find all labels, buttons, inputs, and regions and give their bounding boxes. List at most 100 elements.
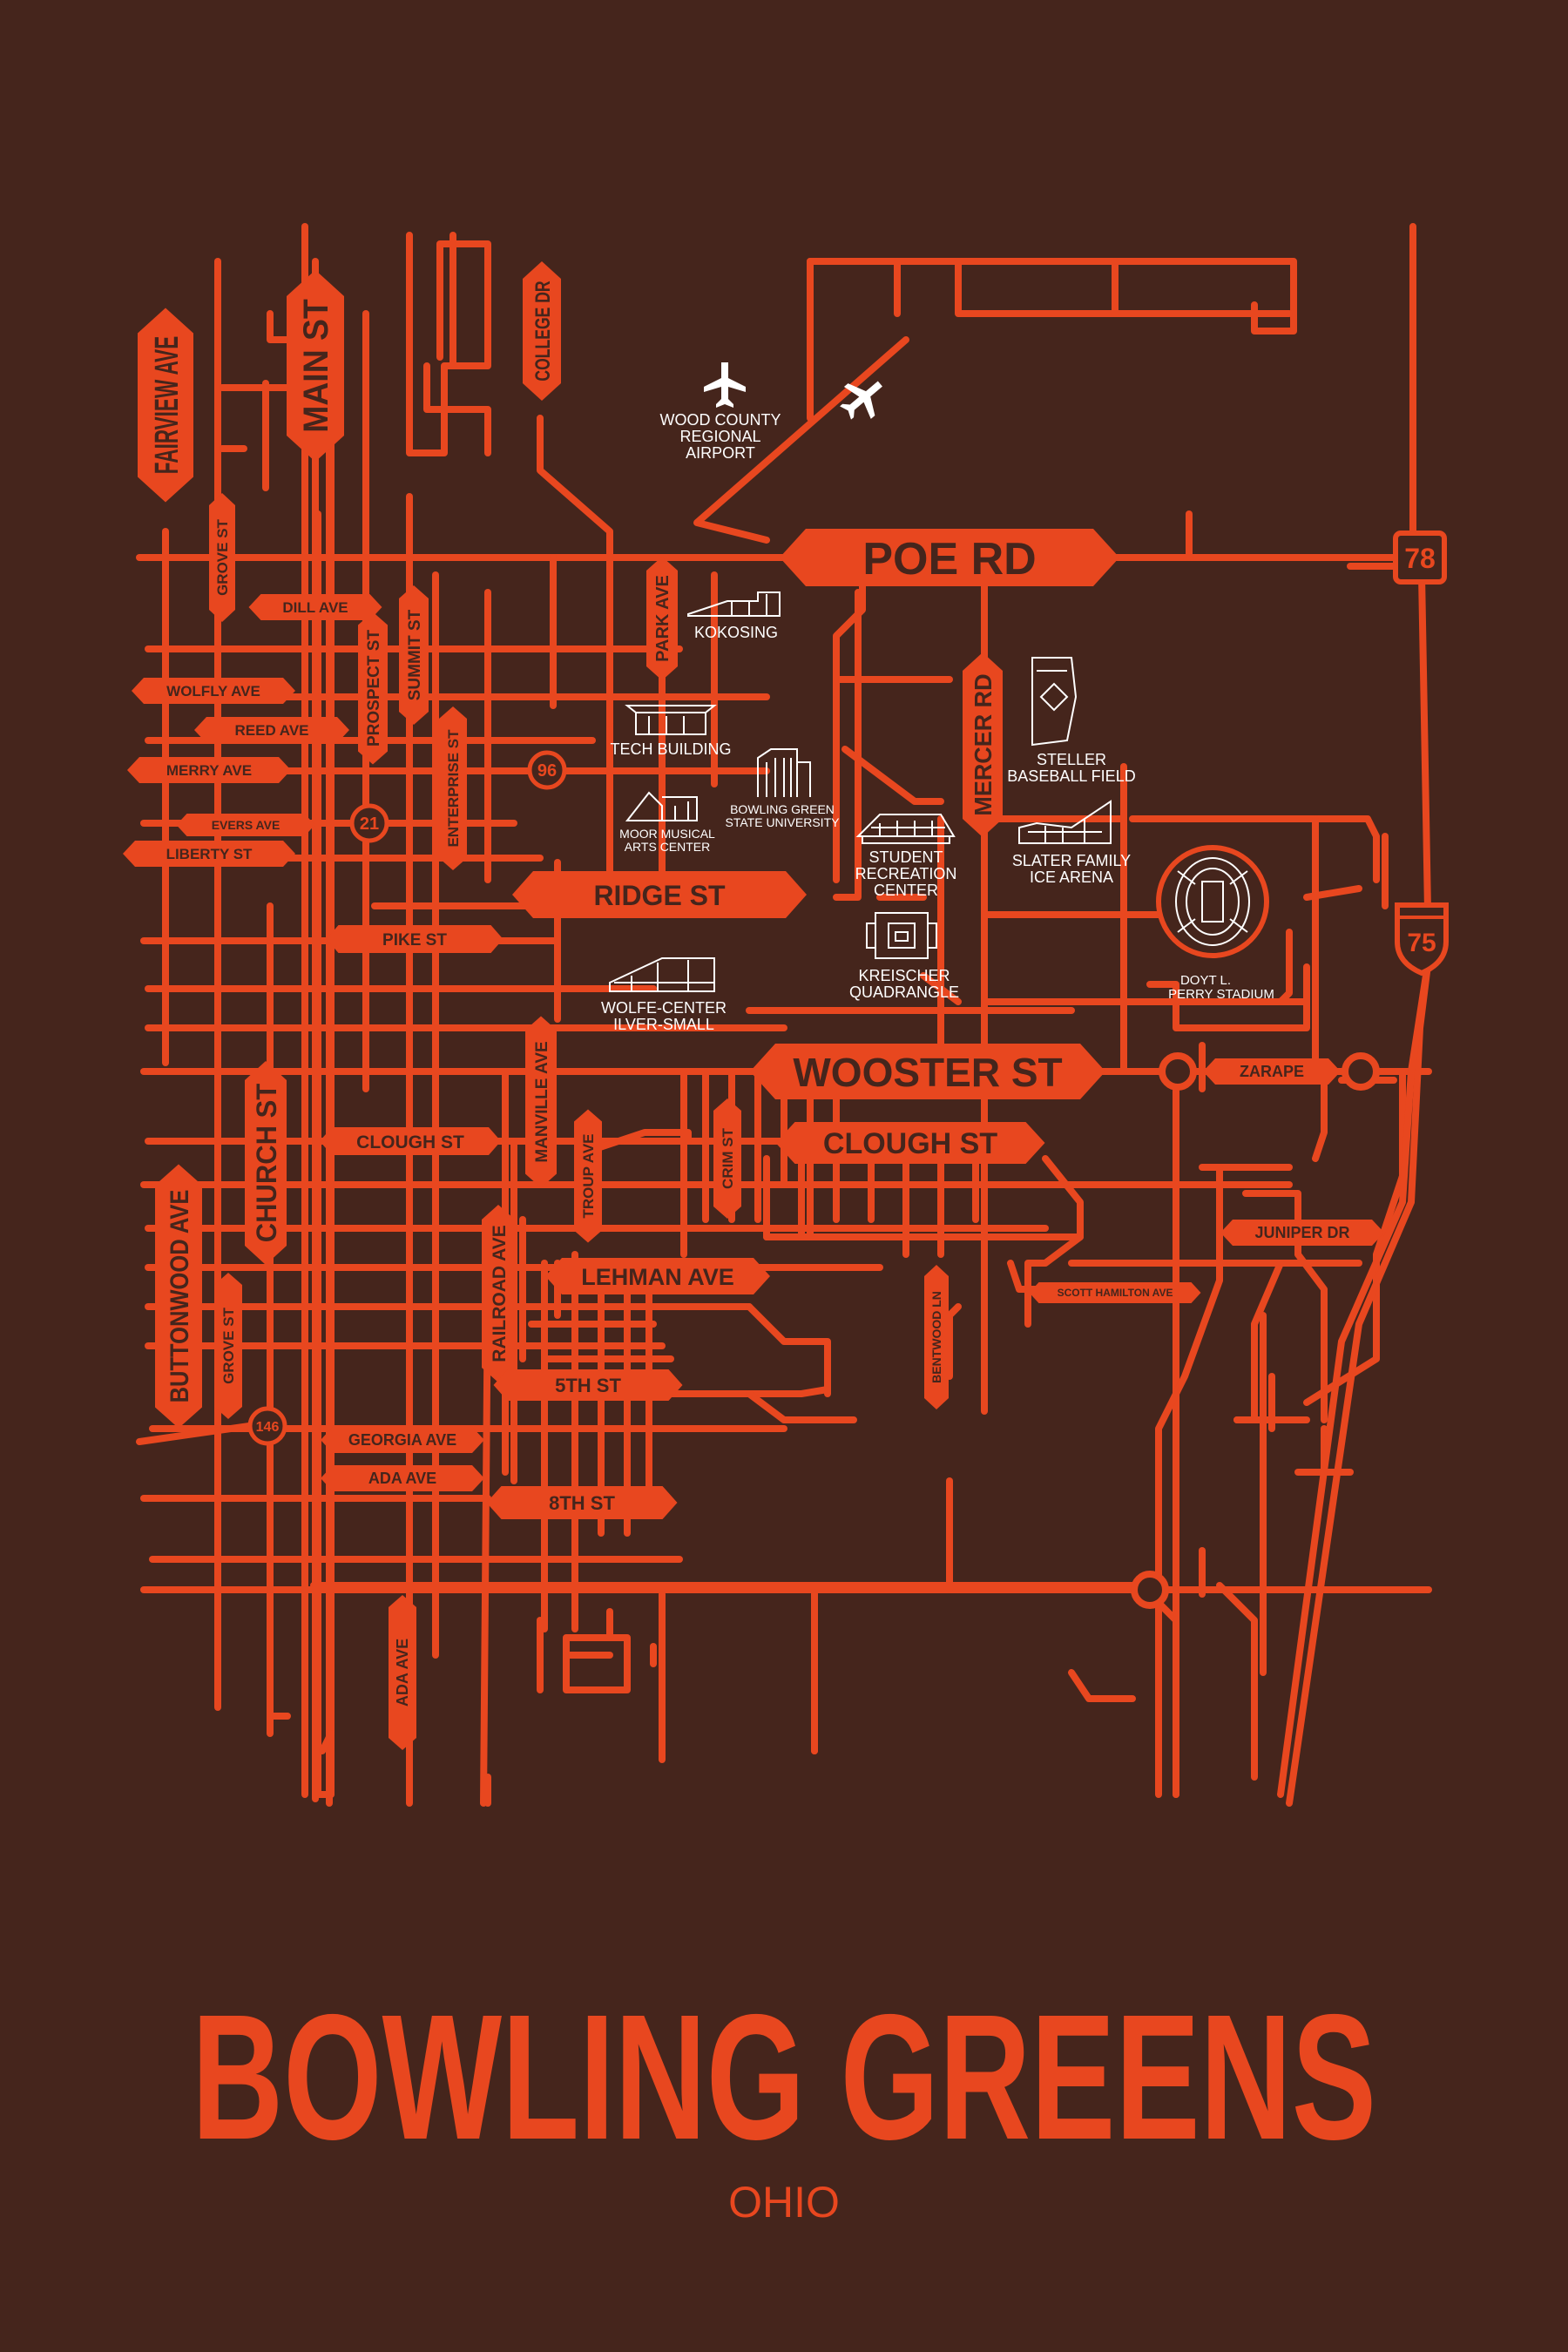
landmark-line: BASEBALL FIELD bbox=[1007, 767, 1135, 785]
landmark-line: BOWLING GREEN bbox=[730, 802, 835, 816]
street-name: CLOUGH ST bbox=[356, 1132, 464, 1152]
street-name: COLLEGE DR bbox=[531, 280, 555, 381]
street-name: 8TH ST bbox=[549, 1492, 615, 1514]
street-name: ZARAPE bbox=[1240, 1063, 1304, 1080]
street-label-pike: PIKE ST bbox=[326, 925, 504, 953]
route-number: 21 bbox=[360, 814, 379, 834]
route-shield-75: 75 bbox=[1395, 902, 1449, 977]
street-label-fifth: 5TH ST bbox=[493, 1369, 683, 1401]
street-name: PROSPECT ST bbox=[365, 630, 383, 747]
landmark-line: STELLER bbox=[1037, 751, 1106, 768]
street-label-wooster: WOOSTER ST bbox=[750, 1044, 1105, 1099]
route-shield-21: 21 bbox=[349, 803, 389, 843]
moor-arts-icon bbox=[625, 791, 698, 821]
street-name: PIKE ST bbox=[382, 931, 447, 950]
landmark-line: PERRY STADIUM bbox=[1168, 987, 1274, 1002]
landmark-line: CENTER bbox=[874, 882, 938, 899]
street-label-eighth: 8TH ST bbox=[486, 1486, 678, 1519]
street-name: SCOTT HAMILTON AVE bbox=[1058, 1287, 1173, 1299]
street-name: GROVE ST bbox=[220, 1307, 237, 1383]
street-label-main: MAIN ST bbox=[287, 270, 344, 462]
landmark-line: ICE ARENA bbox=[1030, 868, 1113, 886]
airplane-icon bbox=[704, 362, 746, 408]
kreischer-quad-icon bbox=[866, 912, 937, 959]
street-label-liberty: LIBERTY ST bbox=[123, 841, 295, 867]
street-name: CRIM ST bbox=[720, 1127, 736, 1189]
tech-building-icon bbox=[625, 705, 717, 735]
street-name: MERCER RD bbox=[970, 673, 997, 815]
poster-subtitle: OHIO bbox=[728, 2178, 840, 2227]
landmark-line: STUDENT bbox=[869, 848, 943, 866]
route-shield-146: 146 bbox=[247, 1406, 287, 1446]
kokosing-building-icon bbox=[687, 591, 781, 617]
street-name: ADA AVE bbox=[368, 1470, 436, 1487]
street-name: PARK AVE bbox=[653, 575, 672, 662]
street-label-railroad: RAILROAD AVE bbox=[482, 1205, 515, 1382]
landmark-line: ILVER-SMALL bbox=[613, 1016, 714, 1033]
landmark-line: REGIONAL bbox=[679, 428, 760, 445]
street-name: JUNIPER DR bbox=[1254, 1224, 1349, 1241]
ice-arena-icon bbox=[1018, 800, 1112, 844]
landmark-label-kokosing: KOKOSING bbox=[694, 624, 778, 641]
street-name: GROVE ST bbox=[214, 518, 231, 595]
landmark-line: STATE UNIVERSITY bbox=[726, 815, 841, 829]
street-label-mercer: MERCER RD bbox=[963, 652, 1003, 837]
baseball-field-icon bbox=[1031, 657, 1078, 747]
landmark-line: KOKOSING bbox=[694, 624, 778, 641]
street-label-manville: MANVILLE AVE bbox=[525, 1016, 557, 1188]
street-name: GEORGIA AVE bbox=[348, 1431, 456, 1449]
rec-center-icon bbox=[855, 814, 956, 844]
stadium-icon bbox=[1156, 845, 1269, 958]
route-number: 96 bbox=[537, 761, 557, 781]
landmark-line: KREISCHER bbox=[858, 967, 950, 984]
street-label-bentwood: BENTWOOD LN bbox=[924, 1265, 949, 1409]
street-name: RAILROAD AVE bbox=[490, 1225, 510, 1362]
street-label-scott: SCOTT HAMILTON AVE bbox=[1029, 1282, 1201, 1303]
landmark-line: DOYT L. bbox=[1180, 973, 1231, 988]
landmark-label-tech: TECH BUILDING bbox=[610, 740, 731, 758]
landmark-line: MOOR MUSICAL bbox=[619, 827, 715, 841]
route-number: 75 bbox=[1407, 929, 1436, 957]
street-label-summit: SUMMIT ST bbox=[399, 585, 429, 725]
street-name: CHURCH ST bbox=[251, 1083, 282, 1242]
landmark-line: AIRPORT bbox=[686, 444, 755, 462]
route-shield-78: 78 bbox=[1393, 531, 1447, 585]
street-name: MANVILLE AVE bbox=[533, 1041, 551, 1162]
street-name: WOLFLY AVE bbox=[166, 683, 260, 700]
landmark-label-doyt: DOYT L.PERRY STADIUM bbox=[1168, 973, 1274, 1002]
street-label-clough-e: CLOUGH ST bbox=[775, 1122, 1045, 1164]
airplane-icon bbox=[840, 381, 882, 420]
street-name: TROUP AVE bbox=[580, 1134, 597, 1219]
bgsu-building-icon bbox=[757, 748, 811, 797]
landmark-line: WOLFE-CENTER bbox=[601, 999, 727, 1017]
street-label-ada-h: ADA AVE bbox=[321, 1465, 484, 1491]
street-name: POE RD bbox=[862, 534, 1036, 585]
route-shields: 78 96 21 75 146 bbox=[247, 531, 1449, 1446]
street-label-dill: DILL AVE bbox=[248, 594, 382, 620]
poster-title: BOWLING GREENS bbox=[192, 1977, 1376, 2177]
street-label-zarape: ZARAPE bbox=[1203, 1058, 1341, 1085]
street-label-crim: CRIM ST bbox=[713, 1098, 741, 1219]
street-label-poe: POE RD bbox=[780, 529, 1119, 586]
street-name: RIDGE ST bbox=[593, 880, 726, 911]
landmark-line: RECREATION bbox=[855, 865, 957, 882]
street-name: ENTERPRISE ST bbox=[445, 729, 462, 848]
street-label-lehman: LEHMAN AVE bbox=[545, 1258, 770, 1294]
street-label-park: PARK AVE bbox=[646, 557, 678, 680]
street-name: DILL AVE bbox=[282, 599, 348, 616]
landmark-icons bbox=[609, 362, 1269, 992]
landmark-line: QUADRANGLE bbox=[849, 983, 959, 1001]
route-shield-96: 96 bbox=[527, 750, 567, 790]
street-name: SUMMIT ST bbox=[406, 609, 424, 700]
roundabout-i75 bbox=[1342, 1052, 1380, 1091]
street-name: ADA AVE bbox=[394, 1639, 411, 1707]
street-name: BENTWOOD LN bbox=[929, 1291, 943, 1383]
